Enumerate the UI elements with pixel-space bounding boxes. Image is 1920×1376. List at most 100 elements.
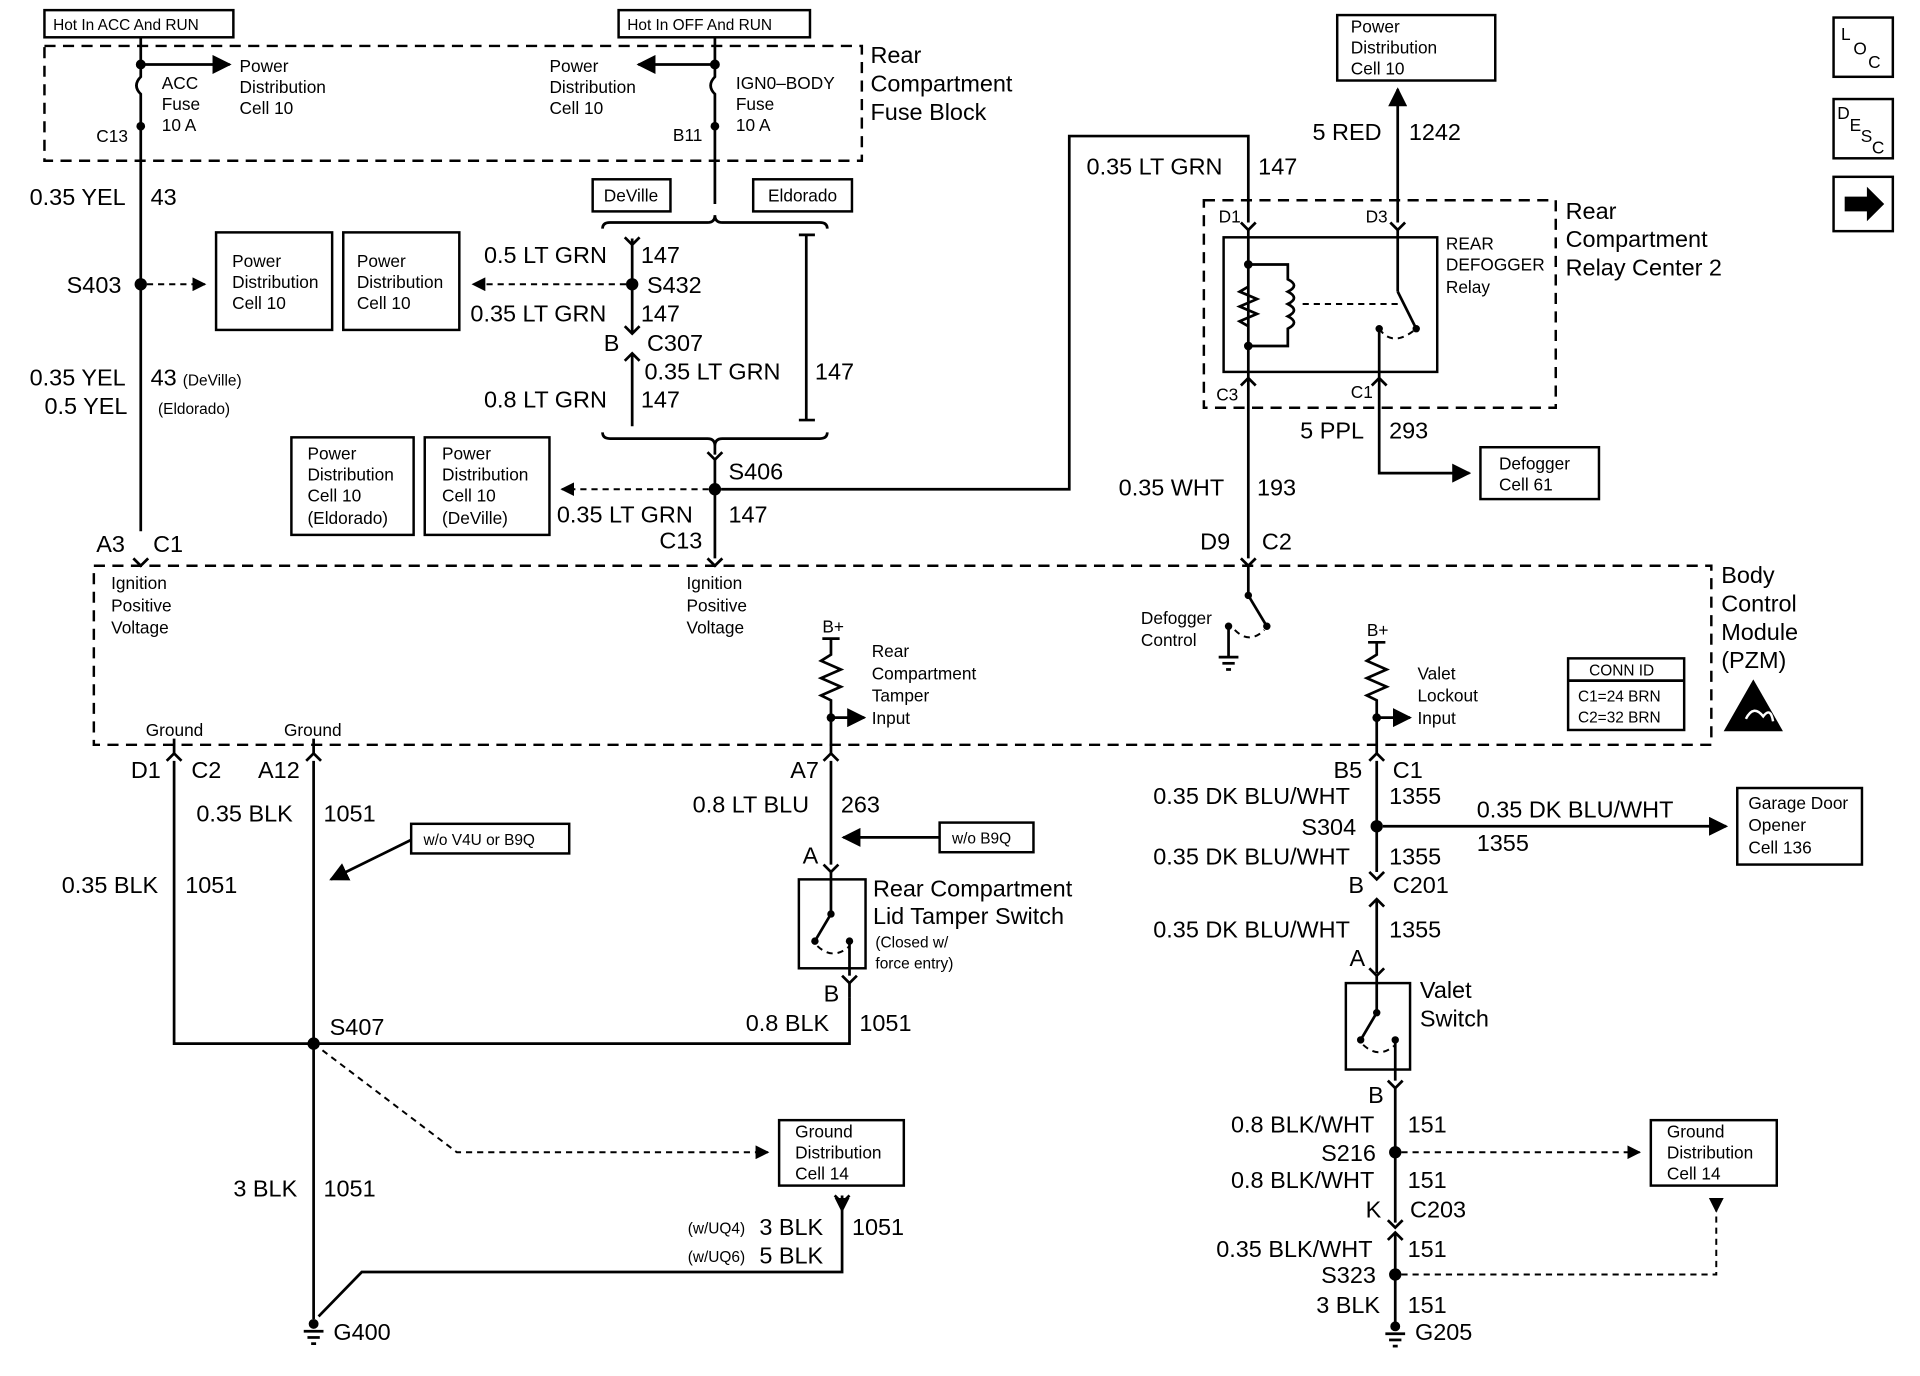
tamper-input-label-3: Tamper — [872, 686, 930, 706]
blk3-gauge-label: 3 BLK — [233, 1176, 297, 1202]
eldorado-circuit-number: 147 — [815, 358, 854, 384]
relay-center-title-3: Relay Center 2 — [1566, 255, 1722, 281]
rear-compartment-relay-center-2: Power Distribution Cell 10 5 RED 1242 Re… — [1119, 13, 1722, 559]
yel05-gauge-label: 0.5 YEL — [44, 393, 127, 419]
bw2-gauge-label: 0.8 BLK/WHT — [1231, 1167, 1374, 1193]
s403-splice-dot — [134, 278, 147, 291]
garage-ref-box — [1736, 786, 1864, 866]
c1-relay-connector — [1370, 376, 1388, 387]
pd-top-line-1: Power — [1351, 16, 1400, 36]
blk035a-circuit-number: 1051 — [323, 800, 375, 826]
grn-to-relay-wire — [721, 134, 1250, 491]
tamper-pin-b: B — [824, 981, 840, 1007]
ign-fuse-label-3: 10 A — [736, 115, 771, 135]
dkblu-right-circuit-number: 1355 — [1477, 830, 1529, 856]
bplus-valet: B+ — [1367, 620, 1389, 640]
tamper-switch-title-2: Lid Tamper Switch — [873, 903, 1064, 929]
dkblu3-gauge-label: 0.35 DK BLU/WHT — [1153, 916, 1350, 942]
dkblu-right-gauge-label: 0.35 DK BLU/WHT — [1477, 797, 1674, 823]
ign-left-line-3: Voltage — [111, 618, 169, 638]
wo-b9q-label: w/o B9Q — [951, 831, 1011, 848]
lt-grn-147-circuit: DeVille Eldorado 0.5 LT GRN 147 S432 0.3… — [470, 134, 1297, 559]
hot-acc-label: Hot In ACC And RUN — [53, 17, 199, 34]
c307-pin-b: B — [604, 330, 620, 356]
bw3-gauge-label: 0.35 BLK/WHT — [1216, 1236, 1372, 1262]
ground-right-line-1: Ground — [1667, 1121, 1725, 1141]
blk08-gauge-label: 0.8 BLK — [746, 1010, 830, 1036]
pd-ref-s403: Power Distribution Cell 10 — [214, 231, 334, 332]
conn-id-c2: C2=32 BRN — [1578, 710, 1661, 727]
bcm-title-4: (PZM) — [1721, 647, 1786, 673]
deville-option-box — [591, 178, 672, 213]
ign-left-line-2: Positive — [111, 595, 171, 615]
grn035c-circuit-number: 147 — [728, 502, 767, 528]
relay-label-3: Relay — [1446, 277, 1491, 297]
coil-resistor — [1236, 285, 1261, 328]
next-button[interactable] — [1832, 175, 1895, 233]
pd-right-label-2: Distribution — [549, 77, 635, 97]
ground-label-1: Ground — [146, 720, 204, 740]
ground-right-box — [1649, 1118, 1779, 1187]
blu-circuit-number: 263 — [841, 792, 880, 818]
blu-gauge-label: 0.8 LT BLU — [693, 792, 809, 818]
desc-button[interactable]: D E S C — [1832, 97, 1895, 160]
loc-letter-l: L — [1841, 24, 1851, 44]
ign-fuse-wire — [709, 37, 717, 204]
grn08-gauge-label: 0.8 LT GRN — [484, 387, 607, 413]
grn-top-circuit-number: 147 — [1258, 153, 1297, 179]
valet-switch-title-1: Valet — [1420, 977, 1472, 1003]
blk08-circuit-number: 1051 — [859, 1010, 911, 1036]
pd-s432-box — [342, 231, 461, 332]
c13-fuse-connector: C13 — [96, 126, 128, 146]
pd-left-label-3: Cell 10 — [240, 98, 294, 118]
rear-compartment-fuse-block: Rear Compartment Fuse Block Hot In ACC A… — [43, 8, 1013, 532]
defogger-ref-box — [1479, 445, 1601, 501]
c1-left-connector: C1 — [153, 531, 183, 557]
yel-43-circuit: 0.35 YEL 43 S403 0.35 YEL 43 (DeVille) 0… — [30, 184, 242, 557]
desc-letter-c: C — [1872, 137, 1884, 157]
relay-center-title-1: Rear — [1566, 198, 1617, 224]
pd-deville-line-3: Cell 10 — [442, 486, 496, 506]
ppl-293-wire — [1377, 385, 1472, 483]
fuse-block-title-2: Compartment — [870, 71, 1012, 97]
c3-connector — [1239, 376, 1257, 387]
defogger-ref-line-1: Defogger — [1499, 453, 1570, 473]
pd-s403-line-3: Cell 10 — [232, 293, 286, 313]
s406-splice-dot — [708, 483, 722, 496]
ground-left-line-3: Cell 14 — [795, 1163, 849, 1183]
fuse-block-title-1: Rear — [870, 42, 921, 68]
pd-s403-box — [214, 231, 334, 332]
grn035c-gauge-label: 0.35 LT GRN — [557, 502, 693, 528]
grn035a-circuit-number: 147 — [641, 300, 680, 326]
wo-v4u-label: w/o V4U or B9Q — [423, 832, 535, 849]
bcm-c13-connector — [706, 557, 724, 568]
c203-female — [1386, 1219, 1404, 1230]
bw3-circuit-number: 151 — [1408, 1236, 1447, 1262]
s323-splice-dot — [1389, 1268, 1402, 1281]
wo-v4u-box — [409, 822, 571, 855]
bcm-b5-connector — [1368, 751, 1386, 762]
uq4-option-note: (w/UQ4) — [688, 1221, 745, 1238]
pd-top-line-3: Cell 10 — [1351, 58, 1405, 78]
eldorado-option-box — [751, 178, 854, 213]
relay-center-outline — [1202, 199, 1557, 409]
tamper-ground-wire — [313, 997, 851, 1045]
c1-relay-pin-label: C1 — [1351, 382, 1373, 402]
tamper-b-connector — [841, 974, 858, 986]
loc-letter-c: C — [1868, 52, 1880, 72]
pd-deville-line-2: Distribution — [442, 465, 528, 485]
pd-deville-line-1: Power — [442, 444, 491, 464]
dkblu1-circuit-number: 1355 — [1389, 783, 1441, 809]
blk3r-circuit-number: 151 — [1408, 1292, 1447, 1318]
loc-button[interactable]: L O C — [1832, 16, 1895, 79]
dkblu2-gauge-label: 0.35 DK BLU/WHT — [1153, 844, 1350, 870]
desc-letter-s: S — [1861, 126, 1873, 146]
pd-s403-line-1: Power — [232, 251, 281, 271]
pd-s432-line-2: Distribution — [357, 272, 443, 292]
wo-v4u-arrow — [329, 838, 412, 881]
contact-travel-arc — [1378, 327, 1417, 340]
body-control-module: Body Control Module (PZM) Ignition Posit… — [92, 557, 1798, 783]
g205-ground-icon — [1385, 1321, 1406, 1348]
c201-pin-b: B — [1348, 872, 1364, 898]
garage-ref-line-3: Cell 136 — [1748, 837, 1811, 857]
